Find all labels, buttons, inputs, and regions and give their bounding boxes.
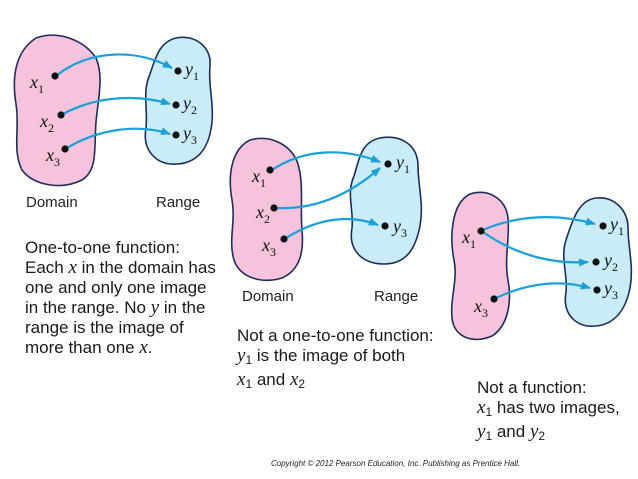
caption-line: y1 is the image of both <box>237 345 406 368</box>
range-label: Range <box>156 194 200 211</box>
diagram-one-to-one: x1 x2 x3 y1 y2 y3 Domain Range <box>13 34 214 211</box>
label-x3: x3 <box>473 296 488 320</box>
caption-line: one and only one image <box>25 278 207 297</box>
arrow-x2-to-y1 <box>275 167 381 210</box>
arrow-x2-to-y2 <box>62 96 171 115</box>
point-x1 <box>51 72 59 80</box>
caption-line: y1 and y2 <box>477 421 546 444</box>
point-y3 <box>593 286 601 294</box>
point-x3 <box>61 145 69 153</box>
arrow-x1-to-y1 <box>271 151 381 171</box>
domain-blob <box>229 137 304 282</box>
domain-label: Domain <box>242 288 294 305</box>
arrow-x1-to-y1 <box>56 53 173 76</box>
arrow-x1-to-y2 <box>482 231 589 267</box>
caption-not-one-to-one: Not a one-to-one function: y1 is the ima… <box>237 326 434 394</box>
caption-line: range is the image of <box>25 318 184 337</box>
arrow-x3-to-y3 <box>495 281 591 299</box>
label-y1: y1 <box>183 59 199 83</box>
label-x1: x1 <box>29 72 44 96</box>
caption-line: x1 and x2 <box>237 369 306 392</box>
arrow-x1-to-y1 <box>482 216 596 232</box>
label-x3: x3 <box>261 235 276 259</box>
point-y2 <box>592 258 600 266</box>
point-x1 <box>266 166 274 174</box>
point-y3 <box>172 131 180 139</box>
diagram-not-a-function: x1 x3 y1 y2 y3 <box>450 191 633 341</box>
point-y1 <box>599 222 607 230</box>
label-x2: x2 <box>39 111 54 135</box>
label-y3: y3 <box>181 123 197 147</box>
label-y3: y3 <box>391 216 407 240</box>
point-y3 <box>381 222 389 230</box>
caption-line: more than one x. <box>25 337 153 358</box>
caption-line: One-to-one function: <box>25 238 180 257</box>
caption-one-to-one: One-to-one function: Each x in the domai… <box>25 238 216 358</box>
arrow-x3-to-y3 <box>285 217 379 239</box>
point-x2 <box>270 204 278 212</box>
label-x2: x2 <box>255 202 270 226</box>
label-x3: x3 <box>45 145 60 169</box>
label-y1: y1 <box>394 152 410 176</box>
domain-label: Domain <box>26 194 78 211</box>
caption-line: in the range. No y in the <box>25 297 206 318</box>
caption-line: Not a function: <box>477 378 587 397</box>
point-y1 <box>384 160 392 168</box>
range-label: Range <box>374 288 418 305</box>
caption-line: Each x in the domain has <box>25 257 216 278</box>
point-x3 <box>280 235 288 243</box>
label-x1: x1 <box>251 166 266 190</box>
label-x1: x1 <box>461 227 476 251</box>
caption-not-a-function: Not a function: x1 has two images, y1 an… <box>477 378 620 446</box>
copyright-notice: Copyright © 2012 Pearson Education, Inc.… <box>271 459 521 468</box>
range-blob <box>349 136 423 265</box>
label-y3: y3 <box>602 278 618 302</box>
domain-blob <box>450 191 511 341</box>
label-y1: y1 <box>608 214 624 238</box>
point-y2 <box>172 101 180 109</box>
point-x3 <box>490 295 498 303</box>
arrow-x3-to-y3 <box>66 127 171 149</box>
caption-line: Not a one-to-one function: <box>237 326 434 345</box>
point-x1 <box>477 227 485 235</box>
point-y1 <box>174 67 182 75</box>
point-x2 <box>57 111 65 119</box>
label-y2: y2 <box>602 250 618 274</box>
caption-line: x1 has two images, <box>477 397 620 420</box>
diagram-not-one-to-one: x1 x2 x3 y1 y3 Domain Range <box>229 136 423 305</box>
label-y2: y2 <box>181 93 197 117</box>
